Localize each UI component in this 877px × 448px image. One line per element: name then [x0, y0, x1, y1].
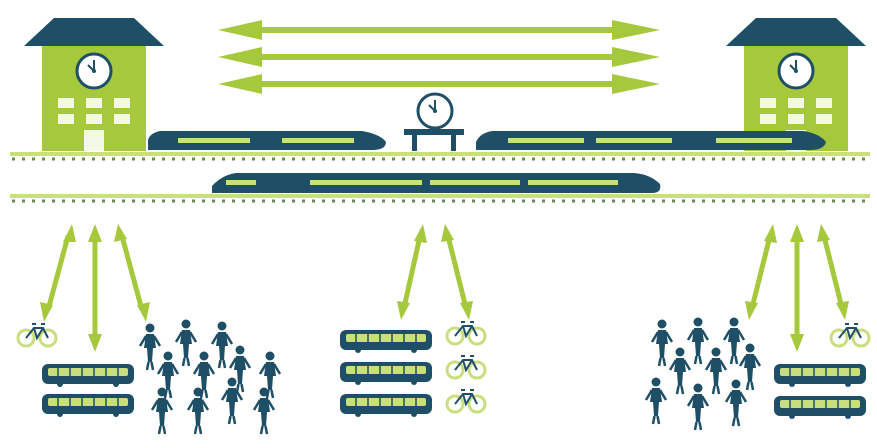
double-arrow-icon — [88, 224, 102, 352]
person-icon — [150, 386, 174, 436]
hub-right — [644, 316, 871, 432]
person-icon — [724, 378, 748, 428]
platform-clock — [404, 92, 464, 151]
bus-icon — [773, 395, 867, 420]
person-icon — [686, 382, 710, 432]
bus-icon — [339, 329, 433, 354]
double-arrow-icon — [745, 224, 777, 320]
bicycle-icon — [16, 322, 58, 348]
person-icon — [186, 386, 210, 436]
person-icon — [650, 318, 674, 368]
double-arrow-icon — [40, 224, 76, 322]
person-icon — [138, 322, 162, 372]
person-icon — [704, 346, 728, 396]
bicycle-icon — [445, 354, 487, 380]
double-arrow-icon — [218, 74, 660, 94]
person-icon — [210, 320, 234, 370]
person-icon — [686, 316, 710, 366]
double-arrow-icon — [218, 47, 660, 67]
person-icon — [252, 386, 276, 436]
double-arrow-icon — [790, 224, 804, 352]
double-arrow-icon — [114, 224, 150, 322]
bus-icon — [41, 363, 135, 388]
bus-icon — [339, 393, 433, 418]
bus-icon — [773, 363, 867, 388]
long-arrows — [218, 20, 660, 94]
person-icon — [668, 346, 692, 396]
bus-icon — [339, 361, 433, 386]
train-icon-right — [476, 131, 826, 150]
double-arrow-icon — [817, 224, 849, 320]
train-icon-center — [212, 173, 661, 193]
person-icon — [644, 376, 668, 426]
hub-center — [339, 320, 487, 418]
person-icon — [722, 316, 746, 366]
person-icon — [174, 318, 198, 368]
double-arrow-icon — [441, 224, 473, 320]
track-lower — [10, 194, 870, 203]
connector-arrows — [40, 224, 849, 352]
track-upper — [10, 152, 870, 161]
bicycle-icon — [445, 320, 487, 346]
clock-icon — [416, 92, 454, 130]
person-icon — [738, 342, 762, 392]
double-arrow-icon — [397, 224, 427, 320]
hub-left — [16, 318, 282, 436]
train-icon-left — [148, 131, 386, 150]
station-building-icon-left — [24, 18, 164, 151]
double-arrow-icon — [218, 20, 660, 40]
bicycle-icon — [445, 388, 487, 414]
bus-icon — [41, 393, 135, 418]
bicycle-icon — [829, 322, 871, 348]
